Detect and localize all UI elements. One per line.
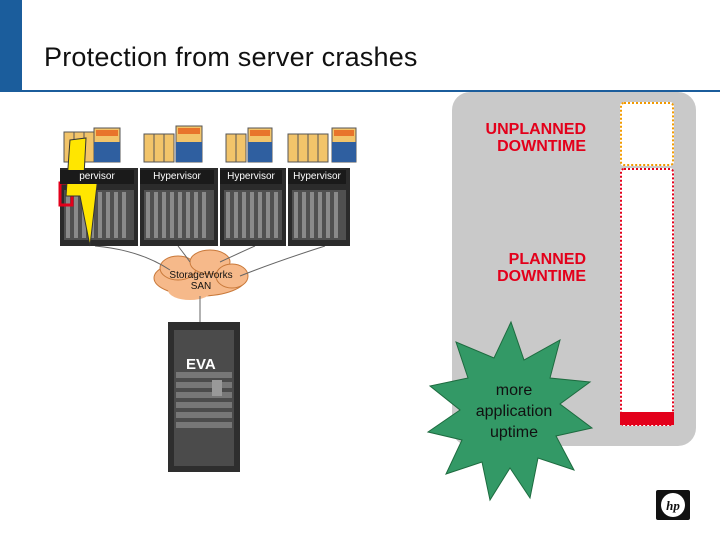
planned-line1: PLANNED — [508, 251, 586, 268]
burst-line3: uptime — [489, 424, 539, 441]
san-connections — [94, 245, 326, 277]
accent-bar — [0, 0, 22, 92]
burst-line1: more — [495, 382, 533, 399]
hp-logo: hp — [656, 490, 690, 520]
san-label-line1: StorageWorks — [169, 270, 233, 281]
title-rule — [22, 90, 720, 92]
unplanned-line2: DOWNTIME — [497, 138, 586, 155]
planned-downtime-fill — [620, 412, 674, 425]
vm-stack-3 — [225, 127, 273, 163]
storage-rack — [168, 322, 240, 472]
hypervisor-label-2: Hypervisor — [140, 170, 214, 184]
planned-downtime-label: PLANNED DOWNTIME — [426, 251, 586, 285]
lightning-icon — [65, 137, 99, 247]
san-label-line2: SAN — [190, 281, 212, 292]
unplanned-line1: UNPLANNED — [485, 121, 586, 138]
san-label: StorageWorks SAN — [156, 270, 246, 292]
planned-line2: DOWNTIME — [497, 268, 586, 285]
storage-label: EVA — [186, 356, 216, 373]
hypervisor-label-1: pervisor — [60, 170, 134, 184]
unplanned-downtime-box — [620, 102, 674, 166]
burst-label: more application uptime — [456, 380, 572, 443]
uptime-burst — [426, 320, 594, 502]
svg-text:hp: hp — [666, 498, 680, 513]
vm-stack-4 — [287, 127, 357, 163]
slide-title: Protection from server crashes — [44, 42, 418, 72]
vm-stack-2 — [143, 125, 203, 163]
hypervisor-label-4: Hypervisor — [288, 170, 346, 184]
hypervisor-label-3: Hypervisor — [220, 170, 282, 184]
planned-downtime-box — [620, 168, 674, 426]
unplanned-downtime-label: UNPLANNED DOWNTIME — [426, 121, 586, 155]
burst-line2: application — [475, 403, 553, 420]
